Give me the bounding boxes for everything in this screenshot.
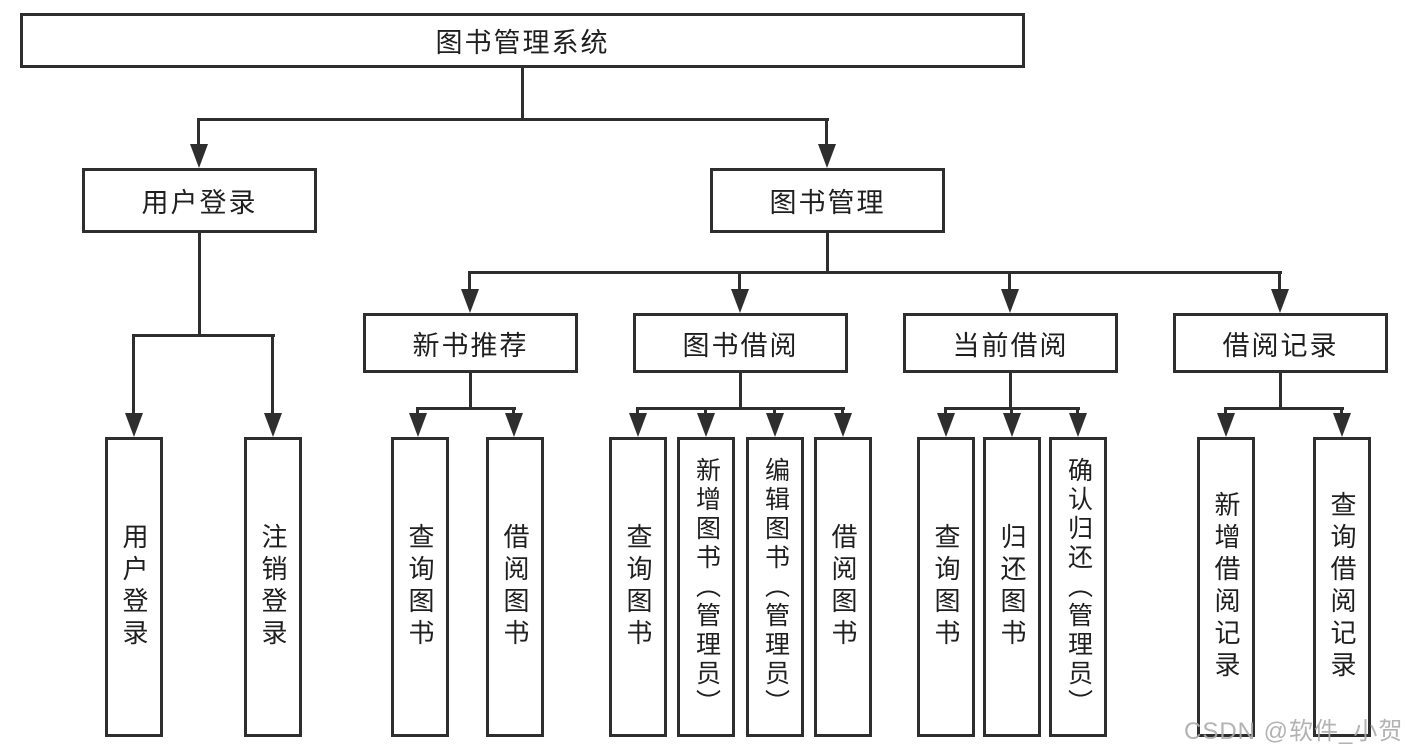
arrow-to-leaf-cb-return xyxy=(1003,407,1021,437)
leaf-cb-confirm-return-admin: 确认归还（管理员） xyxy=(1049,437,1107,737)
arrow-to-new-book-recommend xyxy=(461,271,479,313)
edge-root-stem xyxy=(521,68,524,120)
arrow-to-leaf-cb-confirm xyxy=(1069,407,1087,437)
edge-new-book-recommend-stem xyxy=(469,373,472,410)
leaf-label: 查询借阅记录 xyxy=(1327,491,1357,683)
edge-current-borrow-stem xyxy=(1009,373,1012,410)
csdn-watermark: CSDN @软件_小贺同学 xyxy=(1184,718,1405,745)
leaf-bb-edit-book-admin: 编辑图书（管理员） xyxy=(746,437,804,737)
leaf-label: 编辑图书（管理员） xyxy=(761,456,790,718)
node-label: 借阅记录 xyxy=(1222,330,1339,361)
arrow-to-leaf-logout xyxy=(264,334,282,437)
arrow-to-leaf-br-query xyxy=(1333,407,1351,437)
edge-new-book-recommend-hbar xyxy=(417,407,516,410)
arrow-to-leaf-nb-borrow xyxy=(505,407,523,437)
node-current-borrow: 当前借阅 xyxy=(903,313,1118,373)
arrow-to-leaf-bb-query xyxy=(629,407,647,437)
edge-book-management-hbar xyxy=(469,271,1282,274)
leaf-cb-return-book: 归还图书 xyxy=(983,437,1041,737)
edge-user-login-stem xyxy=(198,233,201,337)
arrow-to-leaf-bb-add xyxy=(697,407,715,437)
edge-book-borrow-hbar xyxy=(637,407,845,410)
leaf-label: 新增图书（管理员） xyxy=(692,456,721,718)
leaf-label: 借阅图书 xyxy=(500,523,530,651)
leaf-label: 用户登录 xyxy=(119,523,149,651)
edge-borrow-records-hbar xyxy=(1225,407,1344,410)
leaf-cb-query-book: 查询图书 xyxy=(917,437,975,737)
leaf-bb-borrow-book: 借阅图书 xyxy=(814,437,872,737)
arrow-to-leaf-user-login xyxy=(125,334,143,437)
edge-book-borrow-stem xyxy=(739,373,742,410)
arrow-to-leaf-nb-query xyxy=(409,407,427,437)
node-borrow-records: 借阅记录 xyxy=(1173,313,1388,373)
node-label: 新书推荐 xyxy=(412,330,529,361)
leaf-bb-add-book-admin: 新增图书（管理员） xyxy=(677,437,735,737)
edge-user-login-hbar xyxy=(133,334,275,337)
arrow-to-user-login xyxy=(190,118,208,168)
node-book-management: 图书管理 xyxy=(710,168,945,233)
arrow-to-book-borrow xyxy=(731,271,749,313)
arrow-to-leaf-bb-borrow xyxy=(834,407,852,437)
node-new-book-recommend: 新书推荐 xyxy=(363,313,578,373)
leaf-label: 查询图书 xyxy=(623,523,653,651)
leaf-label: 查询图书 xyxy=(931,523,961,651)
leaf-nb-query-book: 查询图书 xyxy=(391,437,449,737)
arrow-to-leaf-br-add xyxy=(1217,407,1235,437)
leaf-label: 归还图书 xyxy=(997,523,1027,651)
leaf-nb-borrow-book: 借阅图书 xyxy=(486,437,544,737)
leaf-label: 注销登录 xyxy=(258,523,288,651)
node-user-login: 用户登录 xyxy=(82,168,317,233)
node-book-borrow: 图书借阅 xyxy=(633,313,848,373)
leaf-label: 借阅图书 xyxy=(828,523,858,651)
edge-borrow-records-stem xyxy=(1279,373,1282,410)
leaf-br-add-record: 新增借阅记录 xyxy=(1197,437,1255,737)
leaf-label: 查询图书 xyxy=(405,523,435,651)
arrow-to-book-management xyxy=(818,118,836,168)
arrow-to-leaf-bb-edit xyxy=(766,407,784,437)
arrow-to-borrow-records xyxy=(1271,271,1289,313)
arrow-to-leaf-cb-query xyxy=(937,407,955,437)
node-label: 当前借阅 xyxy=(952,330,1069,361)
leaf-label: 新增借阅记录 xyxy=(1211,491,1241,683)
node-label: 图书管理系统 xyxy=(435,28,610,58)
leaf-bb-query-book: 查询图书 xyxy=(609,437,667,737)
edge-root-hbar xyxy=(198,118,829,121)
leaf-logout: 注销登录 xyxy=(244,437,302,737)
leaf-user-login: 用户登录 xyxy=(105,437,163,737)
node-label: 用户登录 xyxy=(141,188,258,218)
node-label: 图书借阅 xyxy=(682,330,799,361)
leaf-label: 确认归还（管理员） xyxy=(1064,456,1093,718)
edge-book-management-stem xyxy=(826,233,829,274)
arrow-to-current-borrow xyxy=(1001,271,1019,313)
node-library-management-system: 图书管理系统 xyxy=(20,13,1025,68)
leaf-br-query-record: 查询借阅记录 xyxy=(1313,437,1371,737)
node-label: 图书管理 xyxy=(769,188,886,218)
